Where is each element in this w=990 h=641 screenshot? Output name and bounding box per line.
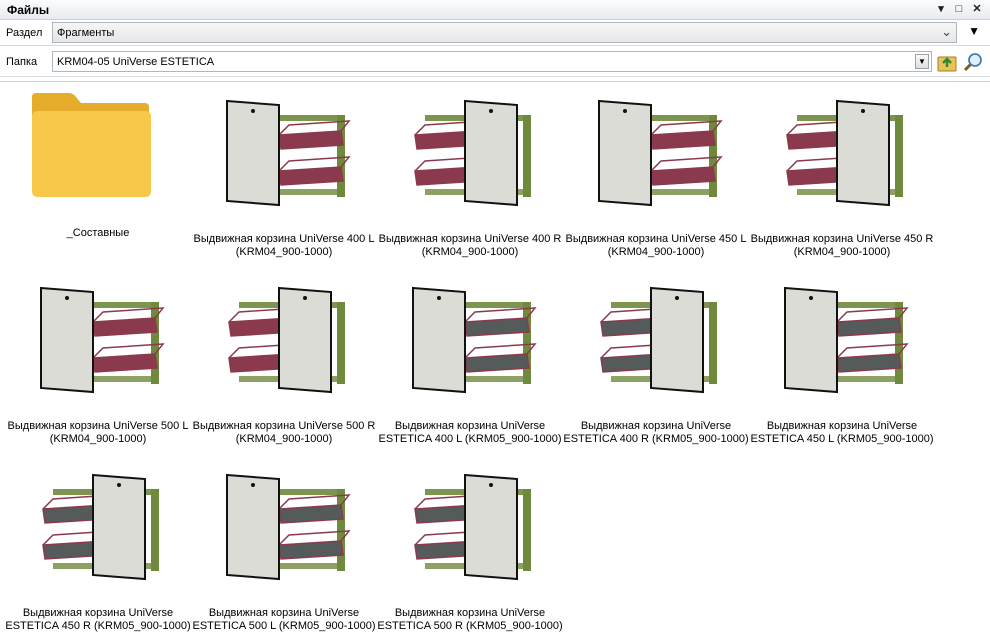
item-caption-line1: Выдвижная корзина UniVerse 400 R: [378, 233, 562, 245]
file-item[interactable]: Выдвижная корзина UniVerse 450 L(KRM04_9…: [563, 87, 749, 267]
basket-thumbnail-icon: [414, 99, 531, 207]
item-caption: Выдвижная корзина UniVerse 400 L(KRM04_9…: [191, 233, 377, 259]
folder-value: KRM04-05 UniVerse ESTETICA: [57, 56, 215, 68]
window-title: Файлы: [7, 3, 50, 17]
folder-label: Папка: [6, 56, 38, 68]
close-icon[interactable]: ✕: [972, 3, 982, 15]
folder-row: Папка KRM04-05 UniVerse ESTETICA ▼: [0, 47, 990, 77]
item-caption: Выдвижная корзина UniVerse 500 R(KRM04_9…: [191, 420, 377, 446]
item-caption: Выдвижная корзина UniVerse 500 L(KRM04_9…: [5, 420, 191, 446]
pin-icon[interactable]: ▾: [938, 3, 944, 15]
item-caption: Выдвижная корзина UniVerse 450 R(KRM04_9…: [749, 233, 935, 259]
item-caption-line1: Выдвижная корзина UniVerse: [394, 420, 546, 432]
basket-thumbnail-icon: [226, 473, 351, 581]
item-caption-line1: Выдвижная корзина UniVerse 450 L: [565, 233, 747, 245]
item-caption-line2: (KRM04_900-1000): [235, 433, 333, 445]
folder-icon: [32, 93, 151, 197]
window-titlebar: Файлы ▾ □ ✕: [0, 0, 990, 20]
file-item[interactable]: Выдвижная корзина UniVerse 400 L(KRM04_9…: [191, 87, 377, 267]
item-caption-line1: Выдвижная корзина UniVerse: [22, 607, 174, 619]
basket-thumbnail-icon: [786, 99, 903, 207]
item-caption-line2: ESTETICA 450 R (KRM05_900-1000): [5, 620, 191, 632]
item-caption-line1: Выдвижная корзина UniVerse 450 R: [750, 233, 934, 245]
chevron-down-icon: ⌄: [941, 24, 952, 39]
item-caption-line2: (KRM04_900-1000): [421, 246, 519, 258]
item-caption-line1: Выдвижная корзина UniVerse 500 L: [7, 420, 189, 432]
item-caption-line1: Выдвижная корзина UniVerse: [394, 607, 546, 619]
item-caption-line1: Выдвижная корзина UniVerse 400 L: [193, 233, 375, 245]
item-caption-line2: ESTETICA 500 L (KRM05_900-1000): [192, 620, 376, 632]
section-value: Фрагменты: [57, 27, 115, 39]
basket-thumbnail-icon: [226, 99, 351, 207]
section-select[interactable]: Фрагменты ⌄: [52, 22, 957, 43]
file-item[interactable]: Выдвижная корзина UniVerse 500 R(KRM04_9…: [191, 274, 377, 454]
basket-thumbnail-icon: [40, 286, 165, 394]
section-row: Раздел Фрагменты ⌄ ▼: [0, 20, 990, 46]
basket-thumbnail-icon: [42, 473, 159, 581]
basket-thumbnail-icon: [414, 473, 531, 581]
dropdown-icon[interactable]: ▼: [915, 54, 929, 69]
item-caption-line2: (KRM04_900-1000): [607, 246, 705, 258]
basket-thumbnail-icon: [228, 286, 345, 394]
basket-thumbnail-icon: [784, 286, 909, 394]
basket-thumbnail-icon: [412, 286, 537, 394]
folder-up-icon[interactable]: [936, 51, 958, 73]
item-caption-line2: ESTETICA 400 R (KRM05_900-1000): [563, 433, 749, 445]
file-item[interactable]: Выдвижная корзина UniVerse 500 L(KRM04_9…: [5, 274, 191, 454]
item-caption-line2: ESTETICA 450 L (KRM05_900-1000): [750, 433, 934, 445]
item-caption-line2: (KRM04_900-1000): [49, 433, 147, 445]
item-caption: Выдвижная корзина UniVerse 400 R(KRM04_9…: [377, 233, 563, 259]
item-caption-line2: ESTETICA 500 R (KRM05_900-1000): [377, 620, 563, 632]
menu-arrow-icon[interactable]: ▼: [968, 24, 980, 38]
file-item[interactable]: Выдвижная корзина UniVerse 400 R(KRM04_9…: [377, 87, 563, 267]
item-caption-line1: Выдвижная корзина UniVerse: [208, 607, 360, 619]
item-caption-line1: Выдвижная корзина UniVerse 500 R: [192, 420, 376, 432]
item-caption-line2: (KRM04_900-1000): [793, 246, 891, 258]
file-item[interactable]: Выдвижная корзина UniVerse 450 R(KRM04_9…: [749, 87, 935, 267]
item-caption-line2: ESTETICA 400 L (KRM05_900-1000): [378, 433, 562, 445]
basket-thumbnail-icon: [600, 286, 717, 394]
item-caption: _Составные: [5, 227, 191, 240]
folder-select[interactable]: KRM04-05 UniVerse ESTETICA ▼: [52, 51, 932, 72]
search-icon[interactable]: [962, 51, 984, 73]
section-label: Раздел: [6, 27, 43, 39]
item-caption-line1: Выдвижная корзина UniVerse: [766, 420, 918, 432]
item-caption-line1: Выдвижная корзина UniVerse: [580, 420, 732, 432]
basket-thumbnail-icon: [598, 99, 723, 207]
maximize-icon[interactable]: □: [955, 3, 963, 15]
item-caption-line1: _Составные: [66, 227, 130, 239]
folder-item[interactable]: _Составные: [5, 87, 191, 267]
item-caption: Выдвижная корзина UniVerse 450 L(KRM04_9…: [563, 233, 749, 259]
item-caption-line2: (KRM04_900-1000): [235, 246, 333, 258]
